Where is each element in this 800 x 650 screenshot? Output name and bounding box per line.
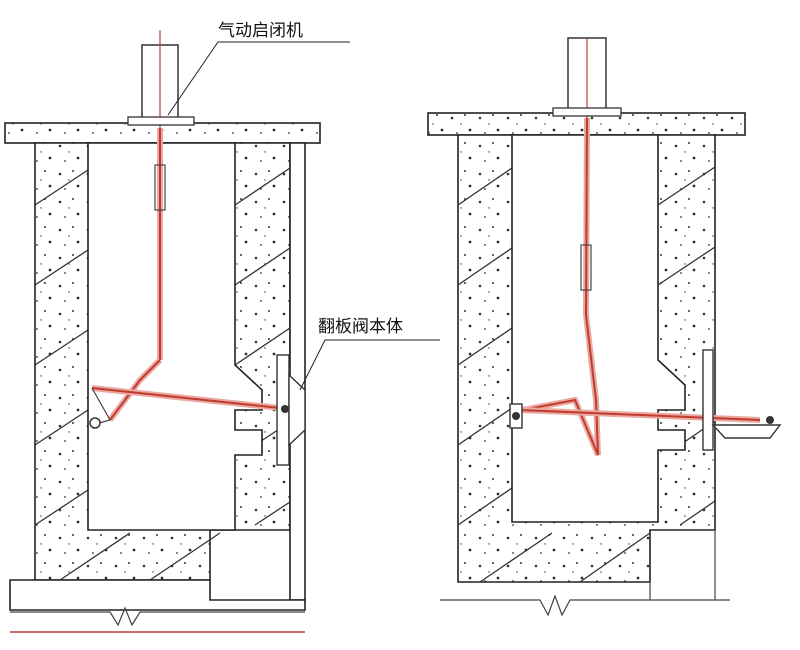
left-link-arm bbox=[109, 359, 161, 421]
right-rod-sleeve bbox=[580, 244, 592, 291]
left-wall-hatching bbox=[34, 167, 291, 581]
right-lever-arm bbox=[519, 409, 761, 421]
right-pivot-icon bbox=[512, 412, 520, 420]
right-flap-hinge bbox=[766, 416, 774, 424]
left-pit bbox=[87, 142, 263, 531]
left-lever-arm bbox=[91, 387, 281, 409]
left-right-wall-edge bbox=[289, 142, 306, 601]
left-breakline bbox=[10, 606, 305, 627]
right-hoist-flange bbox=[552, 107, 622, 117]
left-rod-sleeve bbox=[154, 164, 166, 211]
label-valve: 翻板阀本体 bbox=[299, 317, 440, 391]
flap-valve-body-label: 翻板阀本体 bbox=[318, 317, 403, 337]
left-valve-hinge bbox=[281, 405, 289, 413]
left-hoist-flange bbox=[127, 116, 195, 126]
flap-valve-body-leader bbox=[299, 339, 440, 391]
right-valve-plate bbox=[702, 349, 714, 451]
right-pit bbox=[511, 134, 686, 523]
right-link-arm bbox=[522, 314, 599, 456]
right-wall-hatching bbox=[457, 166, 716, 583]
label-hoist: 气动启闭机 bbox=[167, 21, 350, 116]
right-breakline bbox=[440, 594, 730, 617]
pneumatic-hoist-label: 气动启闭机 bbox=[218, 21, 303, 41]
right-piston-rod bbox=[585, 117, 588, 316]
left-pivot-icon bbox=[89, 417, 101, 429]
right-flap-valve-icon bbox=[711, 424, 782, 439]
right-unit bbox=[427, 37, 782, 617]
left-flap-valve-icon bbox=[288, 373, 306, 447]
left-unit bbox=[4, 30, 321, 633]
left-foundation bbox=[9, 579, 306, 611]
pneumatic-hoist-leader bbox=[167, 41, 350, 116]
right-foundation-edge bbox=[649, 530, 716, 600]
